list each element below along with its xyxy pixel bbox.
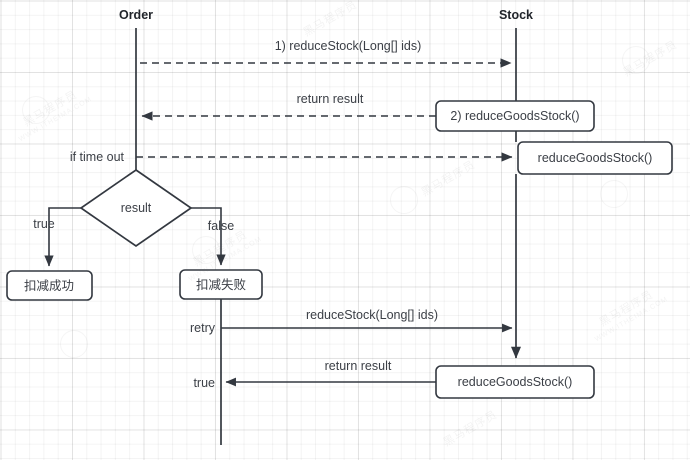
branch-path-true <box>44 207 81 267</box>
branch-path-false <box>191 207 226 266</box>
activation-box-label-retry: reduceGoodsStock() <box>458 375 573 389</box>
lifeline-title-stock: Stock <box>499 8 533 22</box>
branch-label-false: false <box>208 219 234 233</box>
activation-box-reduce-goods-stock-2[interactable] <box>435 100 595 132</box>
outcome-box-success[interactable] <box>6 270 93 301</box>
activation-box-reduce-goods-stock-retry[interactable] <box>435 365 595 399</box>
branch-label-true: true <box>33 217 55 231</box>
message-label-3: if time out <box>70 150 125 164</box>
decision-label-result: result <box>121 201 152 215</box>
activation-box-label-timeout: reduceGoodsStock() <box>538 151 653 165</box>
outcome-box-label-success: 扣减成功 <box>24 279 74 293</box>
outcome-box-failure[interactable] <box>179 269 263 300</box>
message-label-4: reduceStock(Long[] ids) <box>306 308 438 322</box>
decision-diamond-result[interactable] <box>79 168 193 248</box>
message-side-label-true: true <box>193 376 215 390</box>
message-label-5: return result <box>325 359 392 373</box>
message-label-1: 1) reduceStock(Long[] ids) <box>275 39 422 53</box>
activation-box-reduce-goods-stock-timeout[interactable] <box>517 141 673 175</box>
outcome-box-label-failure: 扣减失败 <box>196 277 247 292</box>
message-side-label-retry: retry <box>190 321 216 335</box>
message-label-2: return result <box>297 92 364 106</box>
lifeline-title-order: Order <box>119 8 153 22</box>
activation-box-label-2: 2) reduceGoodsStock() <box>450 109 579 123</box>
